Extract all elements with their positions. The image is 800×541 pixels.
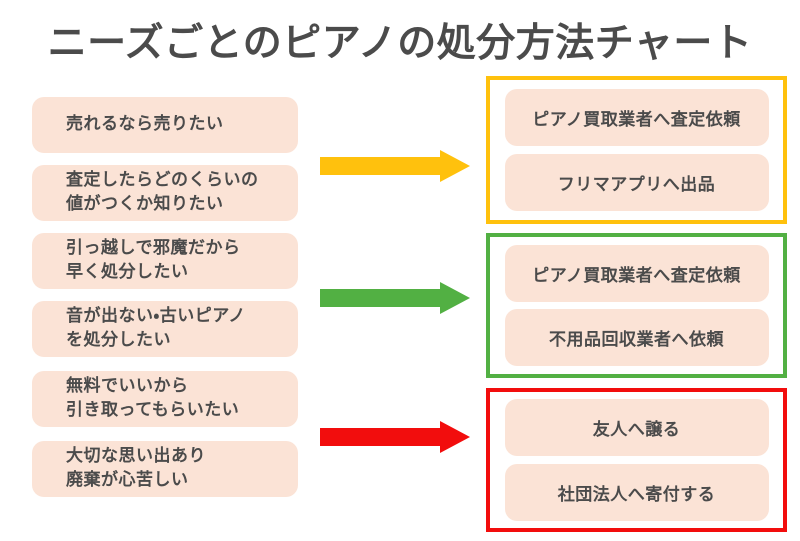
need-label: 大切な思い出あり 廃棄が心苦しい — [66, 446, 206, 490]
solution-group-sell: ピアノ買取業者へ査定依頼 フリマアプリへ出品 — [486, 76, 787, 224]
solution-box-give-to-friend: 友人へ譲る — [504, 399, 769, 457]
arrow-right-red-icon — [320, 421, 470, 453]
solution-label: ピアノ買取業者へ査定依頼 — [532, 109, 741, 130]
solution-label: 社団法人へ寄付する — [557, 484, 716, 505]
solution-label: フリマアプリへ出品 — [557, 175, 716, 196]
need-label: 音が出ない・古いピアノ を処分したい — [66, 306, 246, 350]
need-label: 売れるなら売りたい — [66, 114, 224, 135]
need-box-sell-if-possible: 売れるなら売りたい — [32, 97, 298, 153]
solution-box-piano-buyer-appraisal: ピアノ買取業者へ査定依頼 — [504, 88, 769, 146]
arrow-right-yellow-icon — [320, 150, 470, 182]
need-label: 無料でいいから 引き取ってもらいたい — [66, 376, 240, 420]
solution-box-piano-buyer-appraisal: ピアノ買取業者へ査定依頼 — [504, 244, 769, 302]
need-box-know-appraisal-value: 査定したらどのくらいの 値がつくか知りたい — [32, 165, 298, 221]
solution-box-flea-market-app: フリマアプリへ出品 — [504, 154, 769, 212]
solution-label: 友人へ譲る — [592, 420, 681, 441]
solution-label: 不用品回収業者へ依頼 — [549, 330, 724, 351]
solution-box-donate-to-association: 社団法人へ寄付する — [504, 463, 769, 521]
need-box-precious-memories: 大切な思い出あり 廃棄が心苦しい — [32, 441, 298, 497]
arrow-right-green-icon — [320, 282, 470, 314]
solution-box-junk-collector: 不用品回収業者へ依頼 — [504, 309, 769, 367]
need-box-free-pickup: 無料でいいから 引き取ってもらいたい — [32, 371, 298, 427]
need-box-moving-dispose-fast: 引っ越しで邪魔だから 早く処分したい — [32, 233, 298, 289]
solution-group-dispose: ピアノ買取業者へ査定依頼 不用品回収業者へ依頼 — [486, 233, 787, 378]
need-box-broken-old-piano: 音が出ない・古いピアノ を処分したい — [32, 301, 298, 357]
need-label: 査定したらどのくらいの 値がつくか知りたい — [66, 170, 259, 214]
need-label: 引っ越しで邪魔だから 早く処分したい — [66, 238, 241, 282]
solution-group-give-away: 友人へ譲る 社団法人へ寄付する — [486, 388, 787, 532]
solution-label: ピアノ買取業者へ査定依頼 — [532, 265, 741, 286]
chart-title: ニーズごとのピアノの処分方法チャート — [47, 21, 753, 66]
